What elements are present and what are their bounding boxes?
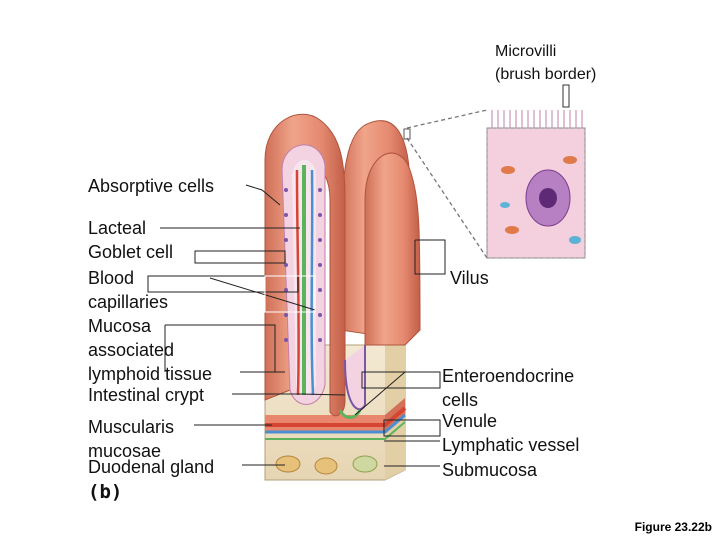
absorptive-cells-label: Absorptive cells	[88, 176, 215, 196]
microvilli-inset	[486, 110, 586, 259]
microvilli-label-line1: Microvilli	[495, 43, 557, 60]
duodenal-gland-label: Duodenal gland	[88, 457, 215, 477]
goblet-cell-label: Goblet cell	[88, 242, 174, 262]
inset-connector	[406, 109, 488, 259]
vilus-label: Vilus	[450, 268, 489, 288]
blood-label: Blood	[88, 268, 135, 288]
associated-label: associated	[88, 340, 175, 360]
microvilli-label-line2: (brush border)	[495, 66, 597, 83]
inset-marker	[403, 128, 411, 140]
muscularis-label: Muscularis	[88, 417, 175, 437]
enteroendocrine-label: Enteroendocrine	[442, 366, 575, 386]
villi	[264, 113, 421, 419]
microvilli-marker	[562, 84, 570, 108]
enteroendocrine-cells-label: cells	[442, 390, 479, 410]
figure-caption: Figure 23.22b	[634, 520, 712, 534]
mucosa-label: Mucosa	[88, 316, 152, 336]
intestinal-crypt-label: Intestinal crypt	[88, 385, 205, 405]
mucosae-label: mucosae	[88, 441, 162, 461]
lacteal-label: Lacteal	[88, 218, 147, 238]
panel-letter: (b)	[88, 481, 123, 503]
lymphoid-tissue-label: lymphoid tissue	[88, 364, 213, 384]
leader-lines	[147, 184, 446, 467]
submucosa-label: Submucosa	[442, 460, 538, 480]
capillaries-label: capillaries	[88, 292, 169, 312]
lymphatic-vessel-label: Lymphatic vessel	[442, 435, 580, 455]
venule-label: Venule	[442, 411, 498, 431]
